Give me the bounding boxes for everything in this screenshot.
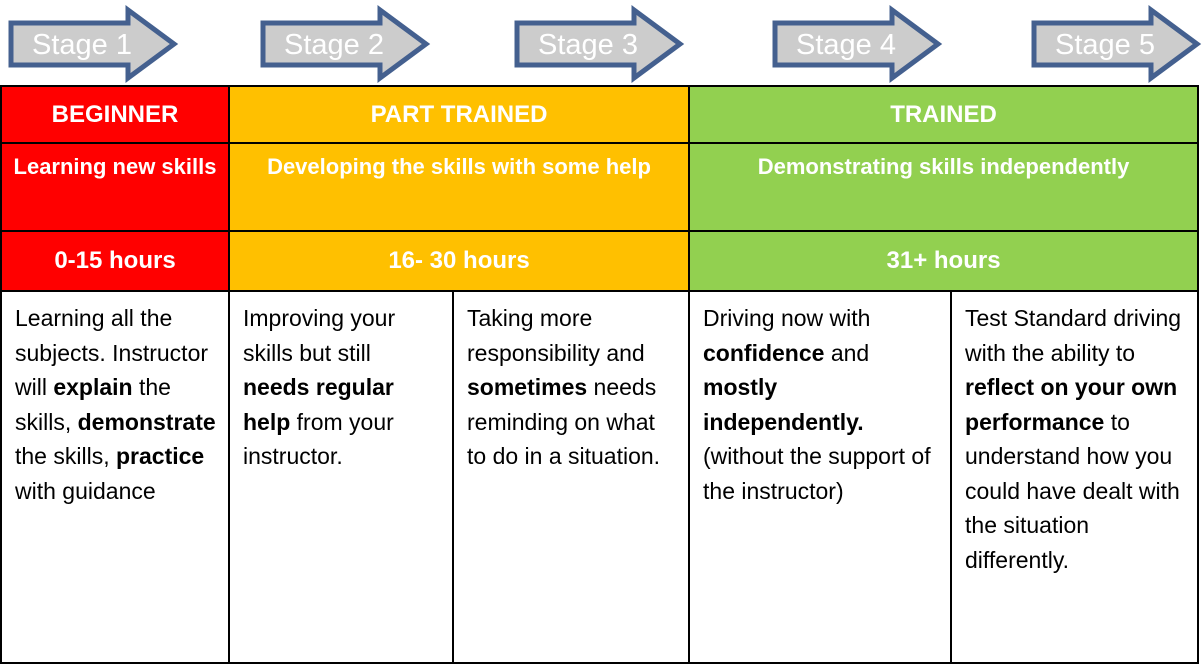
level-cell-trained: TRAINED xyxy=(688,85,1200,144)
right-arrow-icon: Stage 3 xyxy=(514,5,685,83)
stage-1-arrow: Stage 1 xyxy=(8,5,180,83)
right-arrow-shape xyxy=(260,5,431,83)
stage-1-detail-cell: Learning all the subjects. Instructor wi… xyxy=(0,290,230,664)
level-cell-beginner: BEGINNER xyxy=(0,85,230,144)
stage-label: Stage 1 xyxy=(32,29,132,61)
right-arrow-shape xyxy=(8,5,179,83)
right-arrow-icon: Stage 2 xyxy=(260,5,431,83)
right-arrow-icon: Stage 5 xyxy=(1031,5,1202,83)
stage-label: Stage 4 xyxy=(796,29,896,61)
description-cell-part-trained: Developing the skills with some help xyxy=(227,142,691,232)
stage-4-detail-cell: Driving now with confidence and mostly i… xyxy=(688,290,953,664)
description-cell-trained: Demonstrating skills independently xyxy=(688,142,1200,232)
stage-label: Stage 5 xyxy=(1055,29,1155,61)
stage-2-detail-cell: Improving your skills but still needs re… xyxy=(228,290,454,664)
stage-5-detail-cell: Test Standard driving with the ability t… xyxy=(950,290,1200,664)
hours-cell-trained: 31+ hours xyxy=(688,230,1200,292)
right-arrow-shape xyxy=(1031,5,1202,83)
stage-detail-row: Learning all the subjects. Instructor wi… xyxy=(0,290,1200,664)
hours-cell-beginner: 0-15 hours xyxy=(0,230,230,292)
description-cell-beginner: Learning new skills xyxy=(0,142,230,232)
stage-2-arrow: Stage 2 xyxy=(260,5,432,83)
right-arrow-icon: Stage 4 xyxy=(772,5,943,83)
stage-label: Stage 2 xyxy=(284,29,384,61)
level-cell-part-trained: PART TRAINED xyxy=(227,85,691,144)
training-stages-table: BEGINNER PART TRAINED TRAINED Learning n… xyxy=(0,85,1200,664)
stage-label: Stage 3 xyxy=(538,29,638,61)
stage-3-detail-cell: Taking more responsibility and sometimes… xyxy=(451,290,691,664)
stage-4-arrow: Stage 4 xyxy=(772,5,944,83)
stage-3-arrow: Stage 3 xyxy=(514,5,686,83)
right-arrow-icon: Stage 1 xyxy=(8,5,179,83)
hours-cell-part-trained: 16- 30 hours xyxy=(227,230,691,292)
right-arrow-shape xyxy=(514,5,685,83)
stage-5-arrow: Stage 5 xyxy=(1031,5,1203,83)
level-description-row: Learning new skills Developing the skill… xyxy=(0,142,1200,232)
right-arrow-shape xyxy=(772,5,943,83)
level-name-row: BEGINNER PART TRAINED TRAINED xyxy=(0,85,1200,144)
hours-row: 0-15 hours 16- 30 hours 31+ hours xyxy=(0,230,1200,292)
